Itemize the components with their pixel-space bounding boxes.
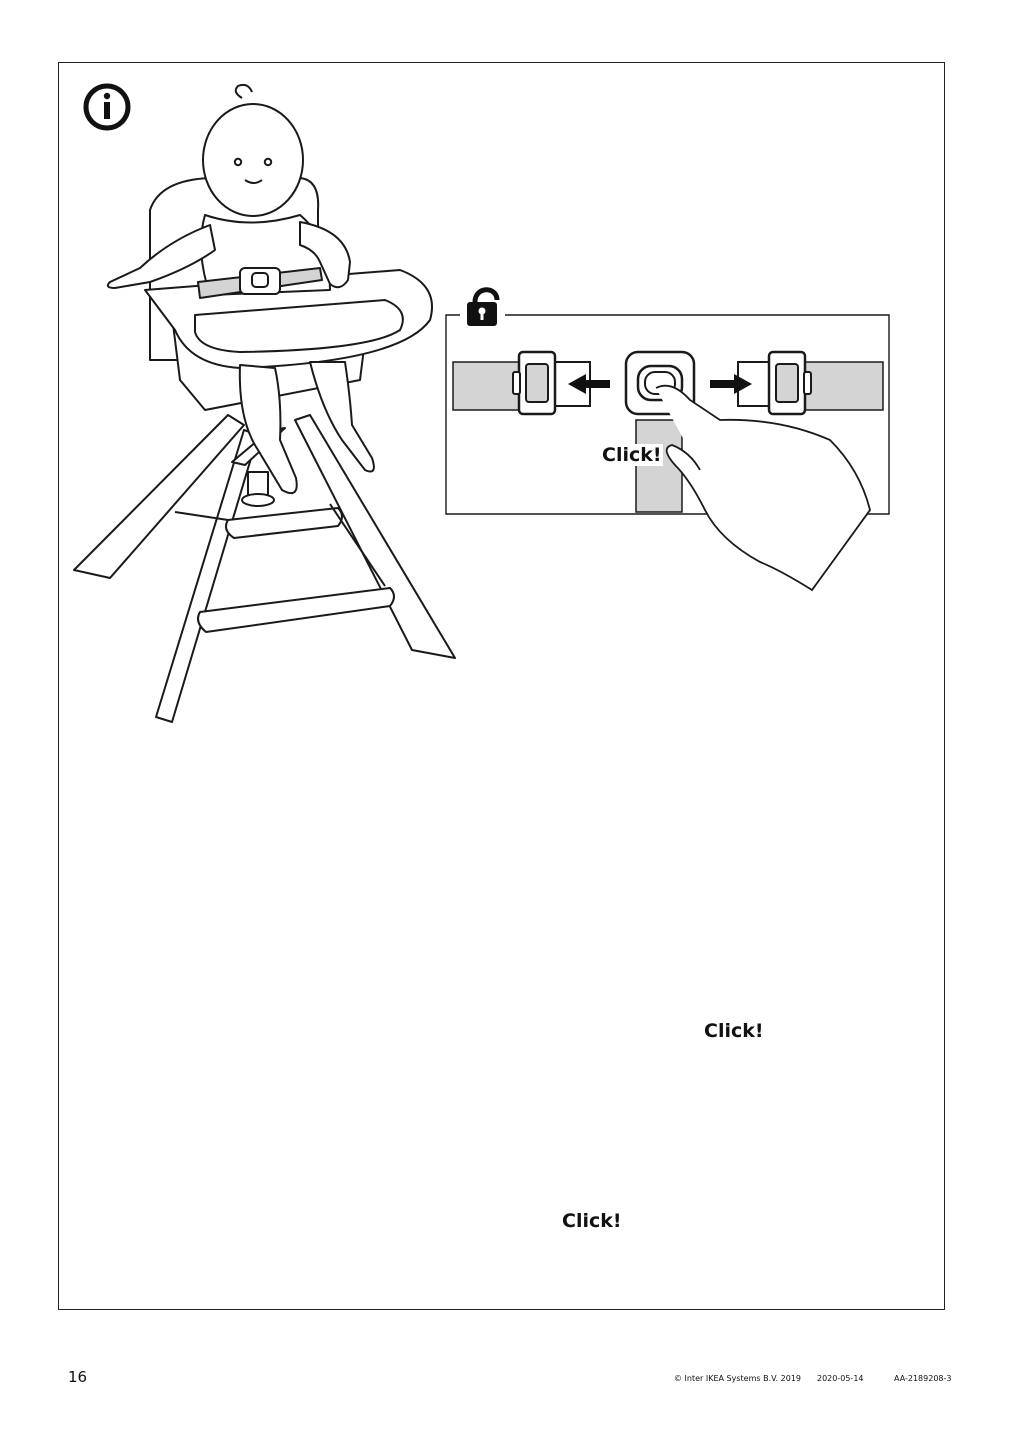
- copyright-text: © Inter IKEA Systems B.V. 2019: [674, 1374, 801, 1383]
- page-frame: [58, 62, 945, 1310]
- document-date: 2020-05-14: [817, 1374, 864, 1383]
- page-number: 16: [68, 1368, 88, 1386]
- click-label-lock-left: Click!: [703, 1020, 765, 1042]
- click-label-locked: Click!: [561, 1210, 623, 1232]
- high-chair-illustration: [73, 83, 456, 723]
- click-label-unlock: Click!: [601, 444, 663, 466]
- document-code: AA-2189208-3: [894, 1374, 952, 1383]
- info-icon: [83, 83, 131, 131]
- unlock-panel: [445, 290, 890, 592]
- padlock-open-icon: [467, 290, 497, 326]
